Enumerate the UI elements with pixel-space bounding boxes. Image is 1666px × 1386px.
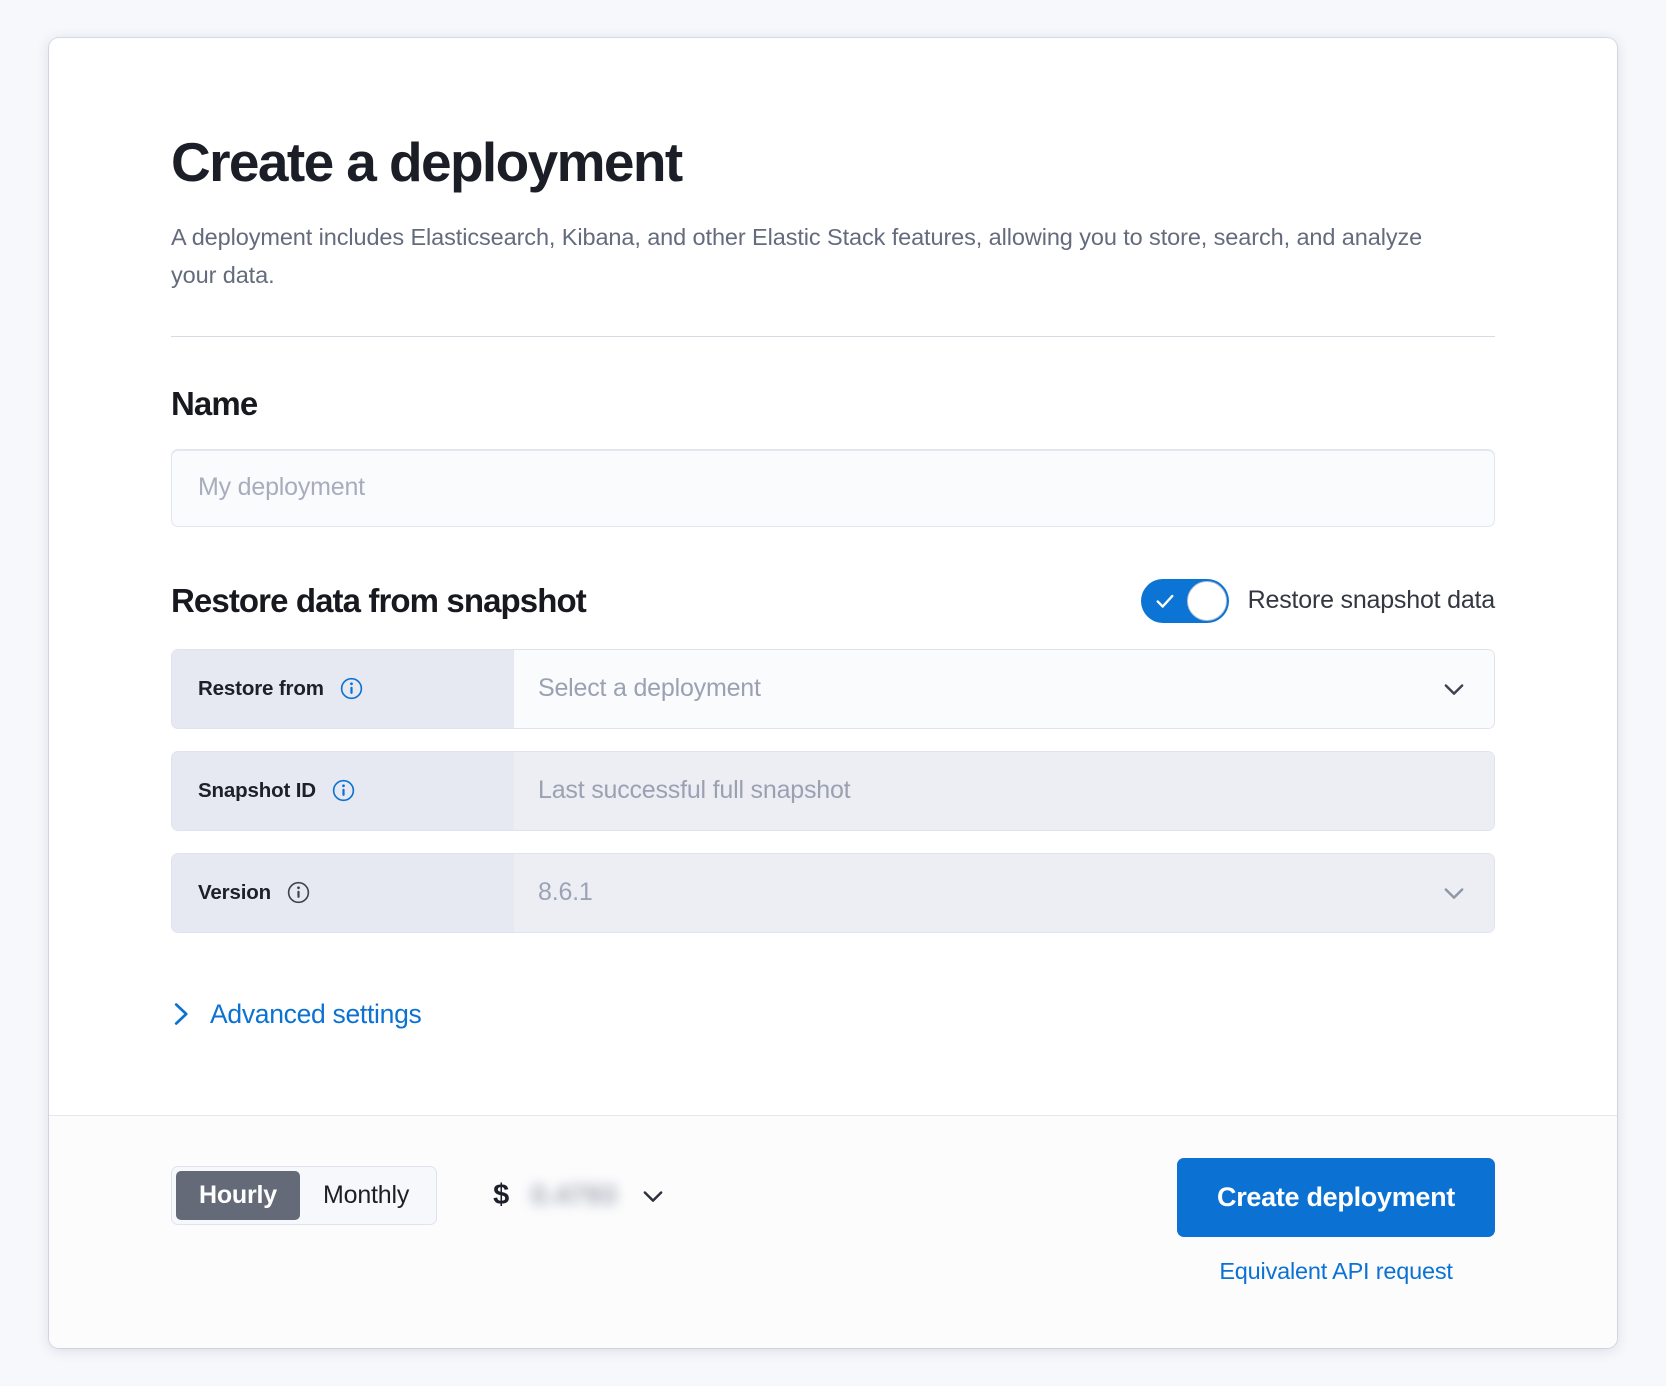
info-circle-icon[interactable]	[332, 779, 355, 802]
restore-snapshot-toggle-group[interactable]: Restore snapshot data	[1140, 578, 1496, 623]
snapshot-id-value: Last successful full snapshot	[538, 776, 851, 805]
restore-from-select[interactable]: Select a deployment	[514, 649, 1494, 728]
price-amount: 0.4793	[531, 1180, 617, 1210]
advanced-settings-link[interactable]: Advanced settings	[171, 998, 422, 1030]
version-select[interactable]: 8.6.1	[514, 853, 1494, 932]
chevron-down-icon[interactable]	[1440, 879, 1468, 907]
restore-from-label: Restore from	[198, 676, 324, 700]
billing-period-toggle[interactable]: Hourly Monthly	[171, 1166, 438, 1225]
restore-from-row[interactable]: Restore from Select a deployment	[171, 648, 1495, 729]
price-display[interactable]: $ 0.4793	[493, 1179, 667, 1212]
version-row[interactable]: Version 8.6.1	[171, 852, 1495, 933]
advanced-settings-label: Advanced settings	[210, 998, 422, 1029]
restore-section-heading: Restore data from snapshot	[171, 581, 587, 619]
info-circle-icon[interactable]	[287, 881, 310, 904]
version-label: Version	[198, 880, 272, 904]
chevron-right-icon	[174, 1003, 188, 1026]
page-subtitle: A deployment includes Elasticsearch, Kib…	[171, 223, 1423, 288]
billing-hourly-button[interactable]: Hourly	[176, 1171, 300, 1220]
snapshot-id-input[interactable]: Last successful full snapshot	[514, 751, 1494, 830]
restore-from-label-group: Restore from	[172, 649, 514, 728]
name-section-heading: Name	[171, 384, 258, 422]
snapshot-id-label-group: Snapshot ID	[172, 751, 514, 830]
footer-right-group: Create deployment Equivalent API request	[1177, 1158, 1495, 1285]
header-divider	[171, 335, 1495, 337]
chevron-down-icon[interactable]	[1440, 675, 1468, 703]
currency-symbol: $	[493, 1179, 510, 1211]
restore-from-value: Select a deployment	[538, 674, 761, 703]
check-icon	[1156, 594, 1174, 608]
restore-section-header: Restore data from snapshot Restore snaps…	[171, 578, 1496, 623]
version-value: 8.6.1	[538, 878, 593, 907]
snapshot-id-row[interactable]: Snapshot ID Last successful full snapsho…	[171, 750, 1495, 831]
switch-knob	[1186, 580, 1227, 621]
chevron-down-icon[interactable]	[639, 1182, 667, 1210]
equivalent-api-request-link[interactable]: Equivalent API request	[1219, 1258, 1453, 1284]
snapshot-id-label: Snapshot ID	[198, 778, 316, 802]
deployment-name-placeholder: My deployment	[198, 473, 365, 502]
restore-snapshot-toggle-label: Restore snapshot data	[1247, 586, 1496, 615]
footer-left-group: Hourly Monthly $ 0.4793	[171, 1158, 667, 1225]
version-label-group: Version	[172, 853, 514, 932]
deployment-form-body: Create a deployment A deployment include…	[49, 38, 1617, 1115]
restore-snapshot-switch[interactable]	[1140, 578, 1229, 623]
page-title: Create a deployment	[171, 131, 683, 193]
billing-monthly-button[interactable]: Monthly	[322, 1181, 410, 1209]
create-deployment-button[interactable]: Create deployment	[1177, 1158, 1495, 1237]
deployment-name-input[interactable]: My deployment	[171, 448, 1495, 527]
deployment-footer-bar: Hourly Monthly $ 0.4793 Create deploymen…	[49, 1115, 1617, 1348]
info-circle-icon[interactable]	[340, 677, 363, 700]
create-deployment-window: Create a deployment A deployment include…	[49, 38, 1617, 1348]
